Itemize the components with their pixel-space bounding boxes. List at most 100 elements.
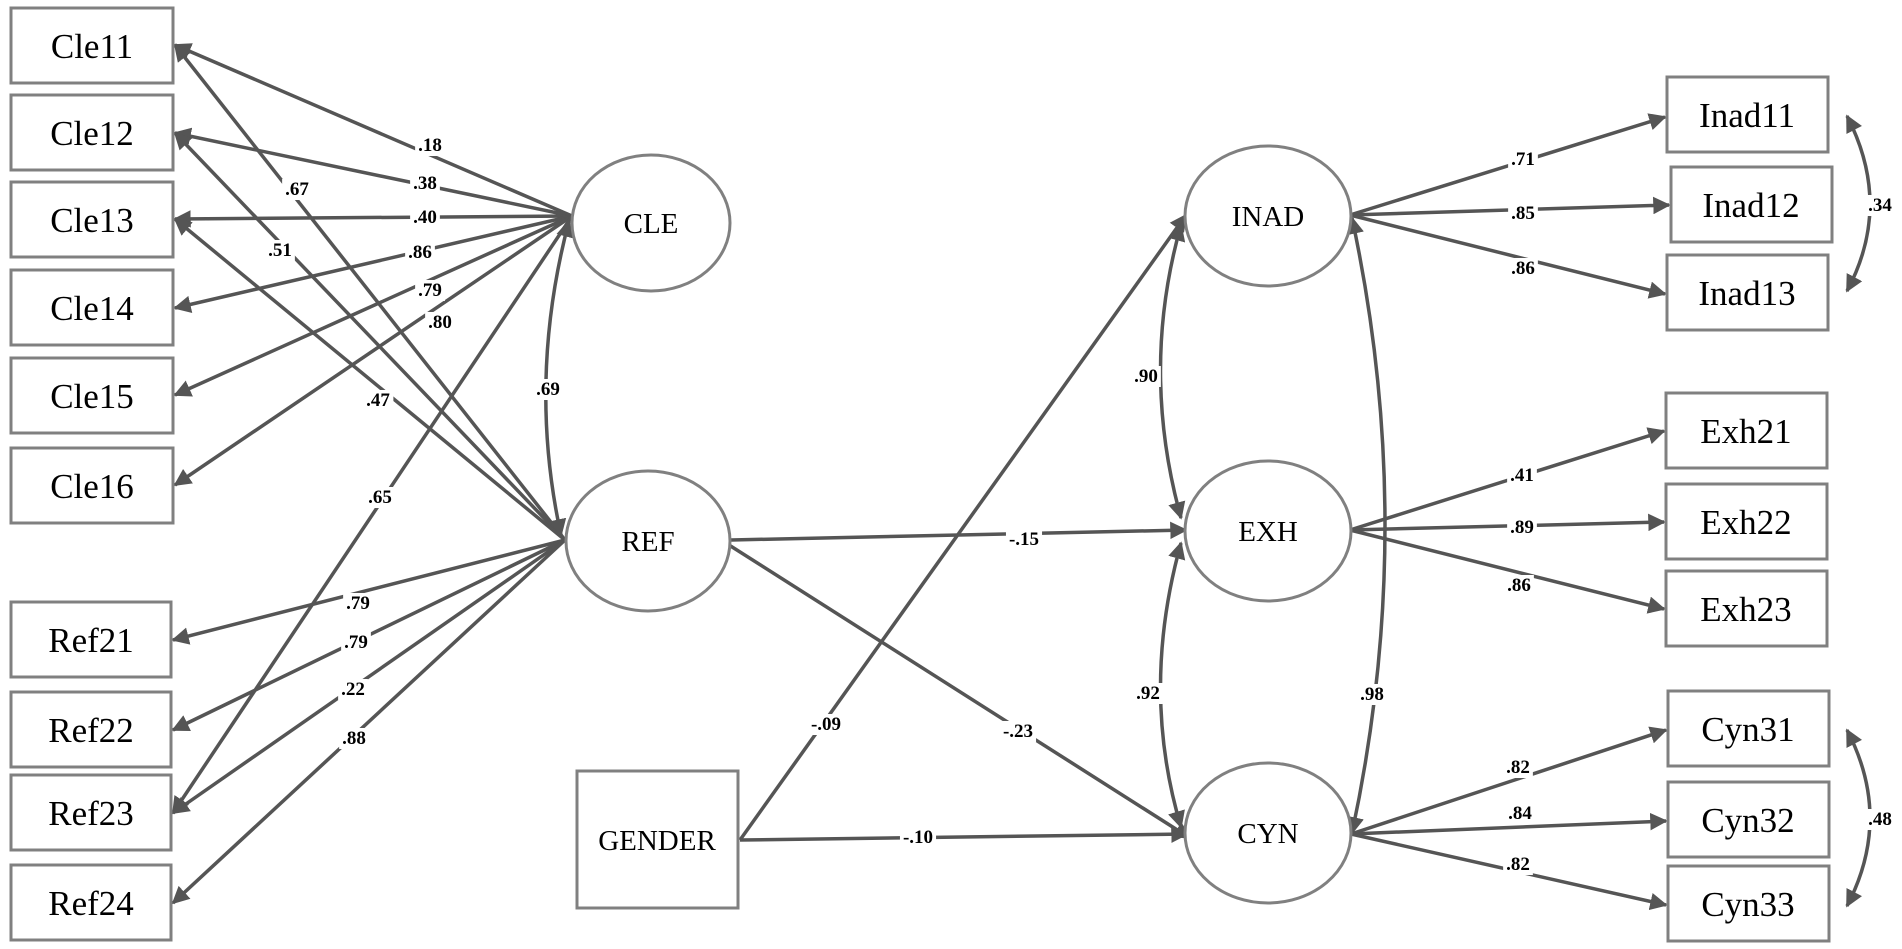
coef-inad11-inad13-covariance: .34	[1868, 195, 1892, 216]
box-label: Cle11	[51, 27, 133, 66]
coef-backing	[1504, 575, 1534, 596]
edge-inad-cyn-covariance	[1346, 216, 1387, 835]
box-gender: GENDER	[575, 769, 740, 910]
coef-backing	[1133, 683, 1163, 704]
coef-inad-inad13: .86	[1511, 258, 1535, 279]
edge-cyn-cyn32	[1350, 812, 1668, 836]
coef-backing	[1508, 149, 1538, 170]
box-inad12: Inad12	[1669, 165, 1834, 244]
coef-cyn-cyn31: .82	[1506, 757, 1530, 778]
ellipse-label: EXH	[1238, 516, 1298, 548]
box-ref21: Ref21	[9, 600, 173, 679]
box-label: Inad13	[1698, 274, 1795, 313]
edge-ref-cyn	[728, 543, 1192, 840]
ellipse-label: CYN	[1237, 818, 1298, 850]
box-ref23: Ref23	[9, 773, 173, 852]
box-label: Cle14	[50, 289, 134, 328]
box-label: Ref23	[48, 794, 134, 833]
coefficient-labels: .18 .38 .40 .86 .79 .80 .67 .51 .47 .65 …	[265, 135, 1896, 875]
coef-backing	[265, 240, 295, 261]
box-cyn33: Cyn33	[1666, 864, 1831, 943]
coef-backing	[1503, 757, 1533, 778]
coef-backing	[339, 728, 369, 749]
box-label: Ref21	[48, 621, 134, 660]
coef-inad-inad11: .71	[1511, 149, 1535, 170]
box-cle16: Cle16	[9, 446, 175, 525]
coef-ref-ref24: .88	[342, 728, 366, 749]
coef-cyn31-cyn33-covariance: .48	[1868, 809, 1892, 830]
coef-ref-cle11: .67	[285, 179, 309, 200]
coef-cle-cle14: .86	[408, 242, 432, 263]
ellipse-cle: CLE	[570, 153, 732, 293]
box-ref24: Ref24	[9, 863, 173, 942]
coef-backing	[415, 280, 445, 301]
box-cle11: Cle11	[9, 6, 175, 85]
coef-gender-inad: -.09	[811, 714, 841, 735]
edge-cle-ref-covariance	[544, 219, 574, 537]
ellipse-ref: REF	[564, 469, 732, 613]
coef-cle-cle11: .18	[418, 135, 442, 156]
edge-cle-cle16	[173, 214, 573, 487]
coef-backing	[1507, 517, 1537, 538]
coef-backing	[1503, 854, 1533, 875]
coef-backing	[1005, 529, 1043, 550]
coef-backing	[341, 632, 371, 653]
edge-cle-cle13	[173, 210, 573, 228]
box-label: Cle16	[50, 467, 134, 506]
edge-ref-cle13	[173, 217, 567, 542]
box-cle15: Cle15	[9, 356, 175, 435]
coef-exh-cyn-covariance: .92	[1136, 683, 1160, 704]
coef-cle-cle15: .79	[418, 280, 442, 301]
coef-backing	[533, 379, 563, 400]
edge-inad-exh-covariance	[1158, 223, 1186, 520]
coef-cle-cle12: .38	[413, 173, 437, 194]
edge-cle-cle12	[173, 127, 573, 218]
coef-backing	[1508, 203, 1538, 224]
edge-inad-inad13	[1349, 213, 1667, 299]
edge-ref-ref21	[171, 538, 566, 645]
coef-cle-cle13: .40	[413, 207, 437, 228]
box-label: Cyn33	[1701, 885, 1794, 924]
box-cyn32: Cyn32	[1666, 780, 1831, 859]
box-exh22: Exh22	[1664, 482, 1829, 561]
box-label: Ref24	[48, 884, 134, 923]
box-ref22: Ref22	[9, 690, 173, 769]
box-label: Exh22	[1700, 503, 1791, 542]
coef-inad-cyn-covariance: .98	[1360, 684, 1384, 705]
coef-ref-ref23: .22	[341, 679, 365, 700]
coef-inad-exh-covariance: .90	[1134, 366, 1158, 387]
coef-backing	[1131, 366, 1161, 387]
coef-backing	[1508, 258, 1538, 279]
coef-exh-exh22: .89	[1510, 517, 1534, 538]
coef-backing	[1865, 809, 1895, 830]
box-inad13: Inad13	[1665, 253, 1830, 332]
edge-ref-ref23	[171, 538, 567, 815]
coef-backing	[338, 679, 368, 700]
edge-inad-inad11	[1349, 113, 1667, 217]
box-label: Cle12	[50, 114, 134, 153]
nodes: Cle11 Cle12 Cle13 Cle14 Cle15 Cle16 Ref2…	[9, 6, 1834, 943]
box-cyn31: Cyn31	[1666, 689, 1831, 768]
ellipse-cyn: CYN	[1183, 761, 1353, 905]
coef-backing	[282, 179, 313, 200]
box-exh23: Exh23	[1664, 569, 1829, 648]
coef-ref-cle13: .47	[366, 390, 390, 411]
coef-inad-inad12: .85	[1511, 203, 1535, 224]
coef-backing	[365, 487, 395, 508]
coef-cyn-cyn33: .82	[1506, 854, 1530, 875]
coef-ref-cyn: -.23	[1003, 721, 1033, 742]
coef-backing	[410, 207, 440, 228]
coef-ref-cle12: .51	[268, 240, 292, 261]
box-label: Cyn31	[1701, 710, 1794, 749]
edge-ref-ref24	[171, 538, 567, 905]
edge-exh-exh21	[1349, 427, 1666, 532]
edge-ref-cle12	[173, 131, 567, 542]
coef-ref-exh: -.15	[1009, 529, 1039, 550]
coef-backing	[1505, 803, 1536, 824]
edge-cle-cle14	[173, 214, 573, 313]
coef-backing	[1865, 195, 1896, 216]
coef-exh-exh23: .86	[1507, 575, 1531, 596]
box-exh21: Exh21	[1664, 391, 1829, 470]
coef-backing	[1507, 465, 1537, 486]
box-inad11: Inad11	[1665, 75, 1830, 154]
